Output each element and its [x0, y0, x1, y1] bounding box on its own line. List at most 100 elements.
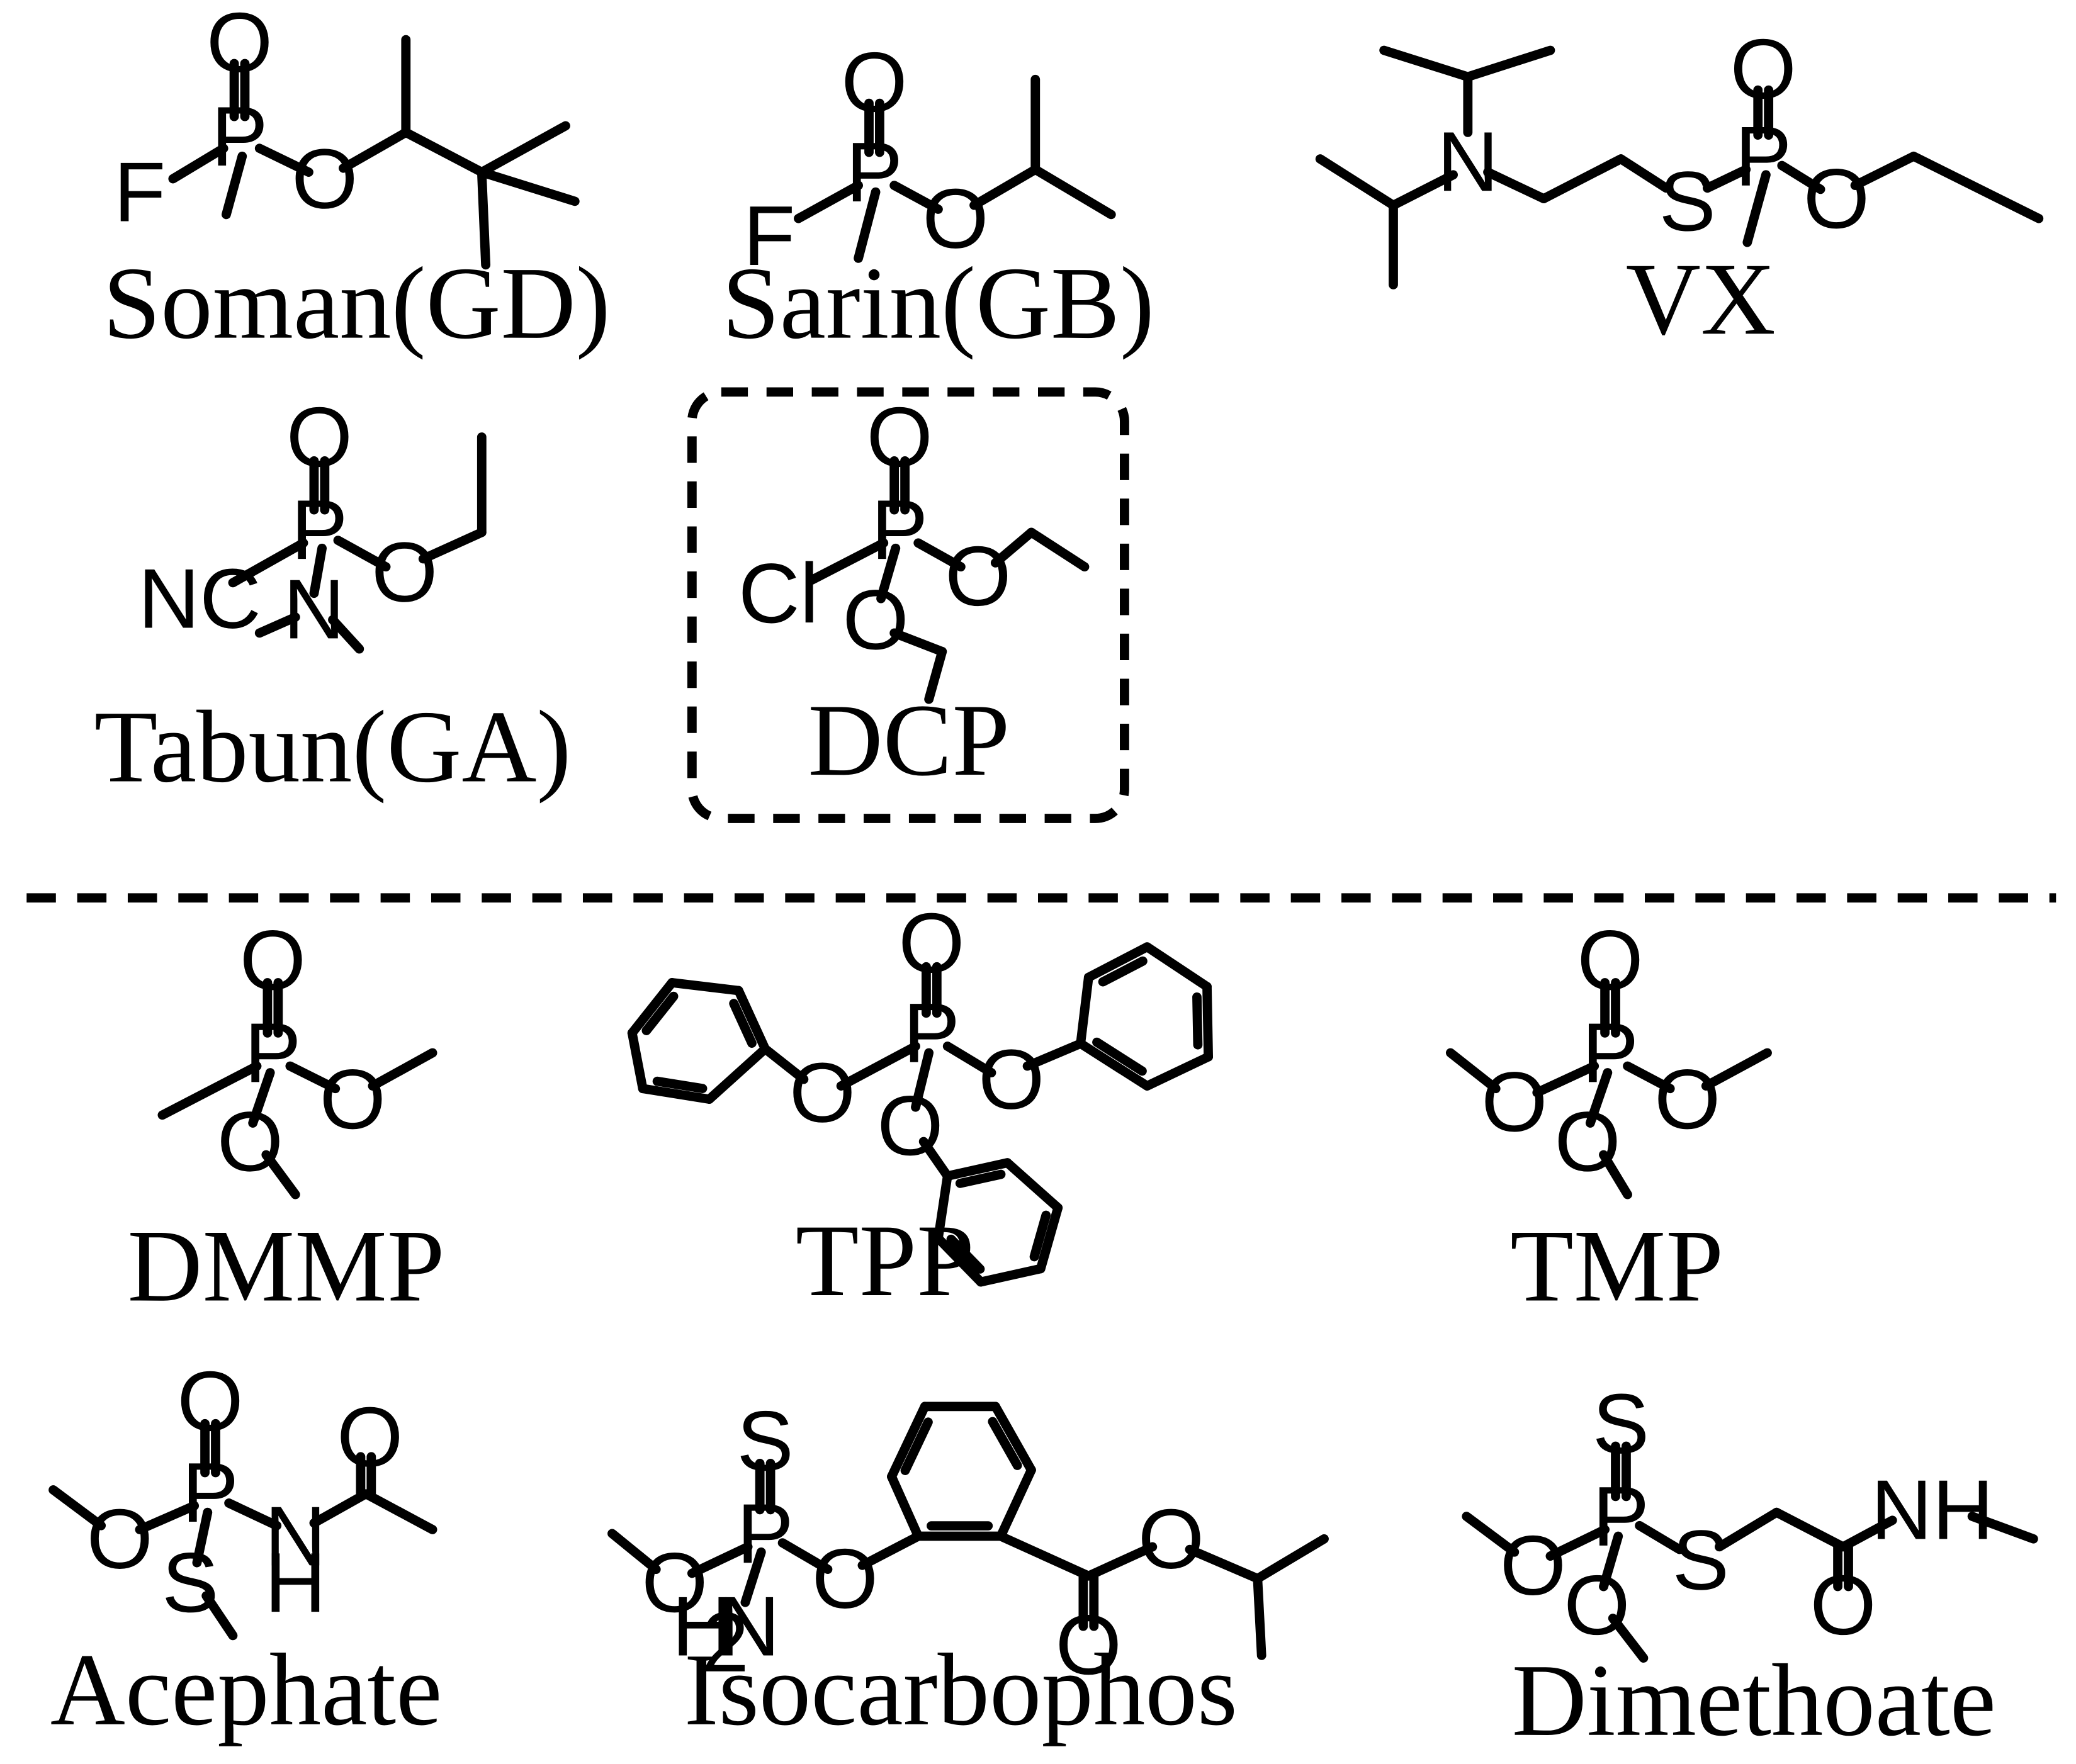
- benzene-bond: [667, 978, 743, 996]
- bond: [1538, 154, 1626, 204]
- benzene-bond: [996, 1465, 1036, 1541]
- chlorine-atom: Cl: [738, 546, 819, 641]
- oxygen-atom: O: [1056, 1597, 1122, 1692]
- bond: [1253, 1534, 1329, 1583]
- bond: [924, 646, 947, 704]
- bond: [1599, 1150, 1632, 1199]
- bond: [221, 151, 247, 220]
- compound-name-tpp: TPP: [796, 1203, 974, 1318]
- bond: [913, 538, 966, 572]
- aromatic-inner-bond: [988, 1417, 1022, 1470]
- bond: [1445, 1048, 1501, 1094]
- bond: [1389, 170, 1458, 210]
- bond: [857, 1531, 923, 1570]
- bond: [1585, 1068, 1613, 1128]
- oxygen-atom: O: [978, 1032, 1044, 1127]
- bond: [1715, 1507, 1781, 1552]
- nitrogen-atom: N: [264, 1489, 326, 1584]
- bond: [794, 181, 863, 223]
- fluorine-atom: F: [743, 188, 796, 283]
- bond: [1462, 1512, 1520, 1557]
- bond: [1185, 1544, 1263, 1583]
- bond: [889, 628, 947, 656]
- bond: [807, 538, 889, 585]
- benzene-bond: [990, 1402, 1036, 1475]
- bond: [254, 143, 313, 177]
- oxygen-atom: O: [217, 1094, 283, 1189]
- bond: [1608, 1614, 1649, 1663]
- benzene-bond: [1142, 942, 1212, 992]
- oxygen-atom: O: [1577, 913, 1643, 1008]
- bond: [1909, 151, 2044, 223]
- bond: [889, 181, 943, 214]
- bond: [1623, 1061, 1675, 1094]
- oxygen-atom: O: [1500, 1518, 1566, 1613]
- bond: [1635, 1520, 1684, 1554]
- benzene-bond: [1202, 982, 1214, 1062]
- bond: [1532, 1061, 1599, 1098]
- bond: [168, 143, 228, 184]
- bond: [854, 187, 881, 263]
- benzene-bond: [934, 1171, 952, 1243]
- bond: [990, 527, 1036, 568]
- bond: [687, 1542, 753, 1578]
- benzene-bond: [942, 1158, 1012, 1181]
- sulfur-atom: S: [1659, 154, 1716, 249]
- benzene-bond: [934, 1233, 986, 1287]
- compound-name-soman: Soman(GD): [103, 245, 611, 361]
- oxygen-atom: O: [945, 529, 1011, 624]
- oxygen-atom: O: [1803, 151, 1870, 246]
- bond: [911, 1048, 934, 1112]
- bond: [996, 1531, 1093, 1581]
- bond: [201, 1591, 238, 1641]
- bond: [477, 167, 491, 270]
- oxygen-atom: O: [641, 1535, 708, 1630]
- bond: [1379, 45, 1473, 82]
- bond: [1838, 1515, 1897, 1552]
- bond: [1253, 1574, 1266, 1660]
- fluorine-atom: F: [114, 145, 166, 240]
- sulfur-atom: S: [1593, 1376, 1649, 1471]
- bond: [836, 1042, 920, 1091]
- oxygen-atom: O: [842, 573, 908, 668]
- bond: [1771, 1507, 1848, 1552]
- bond: [1777, 160, 1825, 194]
- aromatic-inner-bond: [1098, 956, 1148, 987]
- benzene-bond: [887, 1471, 923, 1541]
- bond: [48, 1485, 106, 1531]
- oxygen-atom: O: [177, 1354, 243, 1449]
- compound-name-vx: VX: [1626, 242, 1776, 357]
- amine-subscript: 2: [702, 1595, 749, 1690]
- bond: [740, 1547, 766, 1607]
- bond: [1850, 151, 1919, 190]
- aromatic-inner-bond: [652, 1076, 708, 1093]
- benzene-bond: [1002, 1158, 1063, 1213]
- phosphorus-atom: P: [736, 1486, 793, 1581]
- bond: [254, 612, 300, 638]
- bond: [1702, 164, 1751, 193]
- bond: [1030, 164, 1116, 220]
- oxygen-atom: O: [841, 35, 907, 130]
- compound-name-dmmp: DMMP: [128, 1208, 445, 1323]
- bond: [777, 1538, 833, 1575]
- amine-hydrogen: H: [672, 1579, 733, 1674]
- oxygen-atom: O: [337, 1390, 403, 1485]
- aromatic-inner-bond: [900, 1417, 933, 1475]
- bond: [477, 167, 580, 206]
- benzene-bond: [1083, 942, 1152, 982]
- phosphorus-atom: P: [1593, 1469, 1649, 1564]
- oxygen-atom: O: [240, 913, 306, 1008]
- bond: [224, 1498, 282, 1531]
- benzene-bond: [1076, 1038, 1152, 1091]
- bond: [1616, 154, 1671, 193]
- compound-name-tabun: Tabun(GA): [94, 689, 572, 804]
- oxygen-atom: O: [922, 171, 988, 266]
- bond: [1545, 1525, 1610, 1561]
- oxygen-atom: O: [371, 525, 437, 620]
- phosphorus-atom: P: [903, 986, 960, 1081]
- oxygen-atom: O: [206, 0, 273, 90]
- aromatic-inner-bond: [955, 1169, 1006, 1188]
- phosphorus-atom: P: [871, 482, 928, 577]
- compound-name-isocarbophos: Isocarbophos: [684, 1632, 1238, 1747]
- bond: [1027, 527, 1090, 572]
